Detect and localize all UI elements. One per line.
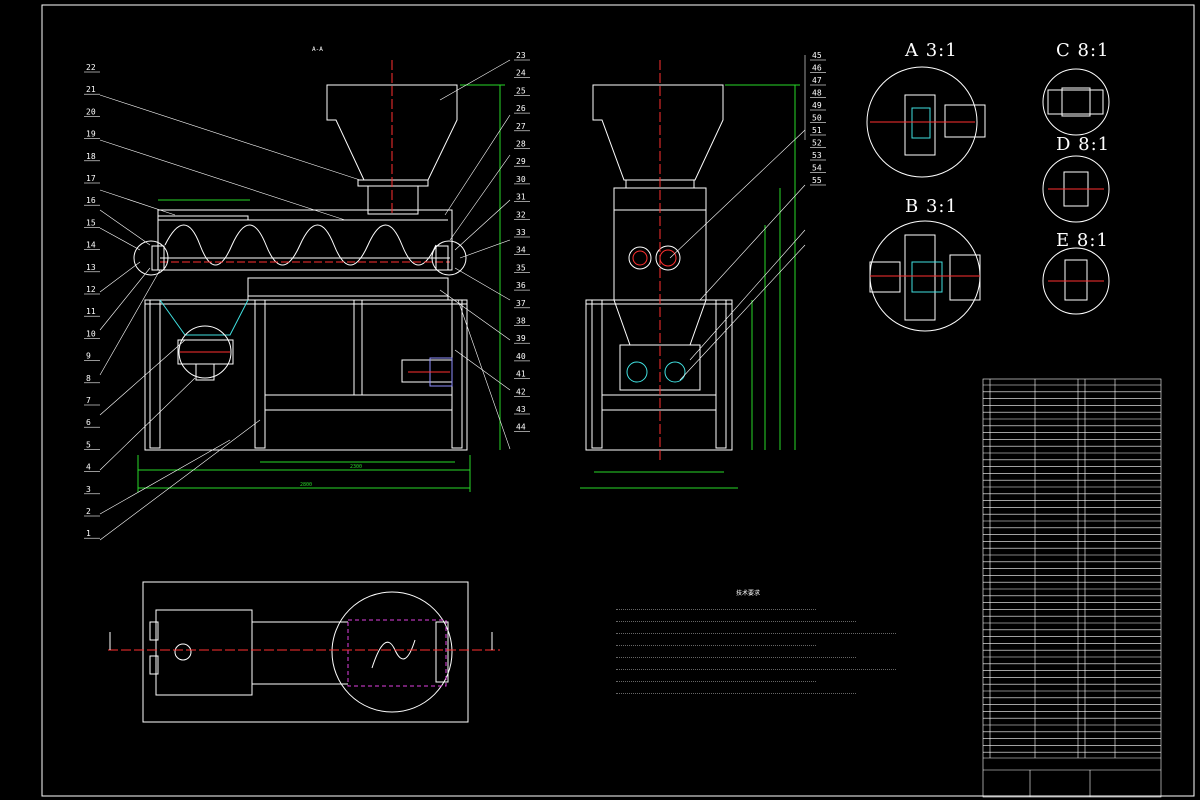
part-balloon: 45 xyxy=(812,51,822,60)
part-balloon: 12 xyxy=(86,285,96,294)
note-line xyxy=(616,598,816,610)
note-line xyxy=(616,646,856,658)
part-balloon: 1 xyxy=(86,529,91,538)
part-balloon: 22 xyxy=(86,63,96,72)
svg-text:2300: 2300 xyxy=(350,464,362,470)
part-balloon: 41 xyxy=(516,370,526,379)
part-balloon: 14 xyxy=(86,241,96,250)
part-balloon: 25 xyxy=(516,86,526,95)
svg-text:2800: 2800 xyxy=(300,482,312,488)
part-balloon: 49 xyxy=(812,101,822,110)
technical-notes: 技术要求 xyxy=(616,590,976,694)
section-marker: A-A xyxy=(312,46,323,53)
part-balloon: 18 xyxy=(86,152,96,161)
detail-title-a: A 3:1 xyxy=(905,40,958,61)
part-balloon: 30 xyxy=(516,175,526,184)
sheet-border xyxy=(41,4,1195,797)
part-balloon: 24 xyxy=(516,69,526,78)
part-balloon: 36 xyxy=(516,281,526,290)
part-balloon: 34 xyxy=(516,246,526,255)
part-balloon: 16 xyxy=(86,196,96,205)
part-balloon: 6 xyxy=(86,418,91,427)
part-balloon: 42 xyxy=(516,387,526,396)
right-balloons: 45 46 47 48 49 50 51 52 53 54 55 xyxy=(810,51,826,186)
note-lines xyxy=(616,598,976,694)
part-balloon: 11 xyxy=(86,307,96,316)
detail-title-b: B 3:1 xyxy=(905,196,958,217)
part-balloon: 38 xyxy=(516,317,526,326)
note-line xyxy=(616,622,896,634)
part-balloon: 28 xyxy=(516,140,526,149)
note-line xyxy=(616,658,896,670)
part-balloon: 21 xyxy=(86,85,96,94)
front-dimensions: 2800 2300 xyxy=(137,84,505,492)
part-balloon: 40 xyxy=(516,352,526,361)
part-balloon: 48 xyxy=(812,89,822,98)
part-balloon: 13 xyxy=(86,263,96,272)
part-balloon: 5 xyxy=(86,440,91,449)
part-balloon: 32 xyxy=(516,210,526,219)
part-balloon: 20 xyxy=(86,107,96,116)
part-balloon: 23 xyxy=(516,51,526,60)
part-balloon: 15 xyxy=(86,218,96,227)
part-balloon: 19 xyxy=(86,130,96,139)
parts-list-title-block xyxy=(982,378,1162,798)
front-elevation-view xyxy=(133,60,468,451)
notes-title: 技术要求 xyxy=(736,590,761,597)
part-balloon: 27 xyxy=(516,122,526,131)
part-balloon: 31 xyxy=(516,193,526,202)
part-balloon: 43 xyxy=(516,405,526,414)
part-balloon: 37 xyxy=(516,299,526,308)
part-balloon: 50 xyxy=(812,114,822,123)
part-balloon: 55 xyxy=(812,176,822,185)
part-balloon: 39 xyxy=(516,334,526,343)
part-balloon: 17 xyxy=(86,174,96,183)
part-balloon: 10 xyxy=(86,329,96,338)
screw-flight xyxy=(164,224,437,266)
mid-balloons: 23 24 25 26 27 28 29 30 31 32 33 34 35 36 37 38 39 40 41 42… xyxy=(514,51,530,433)
side-dimensions xyxy=(580,84,800,489)
motor xyxy=(401,359,453,383)
part-balloon: 9 xyxy=(86,352,91,361)
part-balloon: 51 xyxy=(812,126,822,135)
side-elevation-view xyxy=(585,60,733,460)
part-balloon: 52 xyxy=(812,139,822,148)
part-balloon: 54 xyxy=(812,164,822,173)
part-balloon: 4 xyxy=(86,463,91,472)
part-balloon: 47 xyxy=(812,76,822,85)
note-line xyxy=(616,610,856,622)
part-balloon: 7 xyxy=(86,396,91,405)
part-balloon: 26 xyxy=(516,104,526,113)
detail-title-d: D 8:1 xyxy=(1056,134,1111,155)
screw-casing xyxy=(157,209,453,271)
plan-view xyxy=(108,581,500,723)
part-balloon: 35 xyxy=(516,263,526,272)
part-balloon: 53 xyxy=(812,151,822,160)
note-line xyxy=(616,670,816,682)
part-balloon: 46 xyxy=(812,64,822,73)
detail-views xyxy=(866,66,1110,332)
mid-leader-lines xyxy=(439,59,511,450)
part-balloon: 3 xyxy=(86,485,91,494)
left-leader-lines xyxy=(99,94,361,541)
part-balloon: 2 xyxy=(86,507,91,516)
part-balloon: 8 xyxy=(86,374,91,383)
note-line xyxy=(616,634,816,646)
note-line xyxy=(616,682,856,694)
part-balloon: 29 xyxy=(516,157,526,166)
right-leader-lines xyxy=(669,55,806,381)
part-balloon: 33 xyxy=(516,228,526,237)
part-balloon: 44 xyxy=(516,423,526,432)
detail-title-e: E 8:1 xyxy=(1056,230,1109,251)
detail-title-c: C 8:1 xyxy=(1056,40,1110,61)
